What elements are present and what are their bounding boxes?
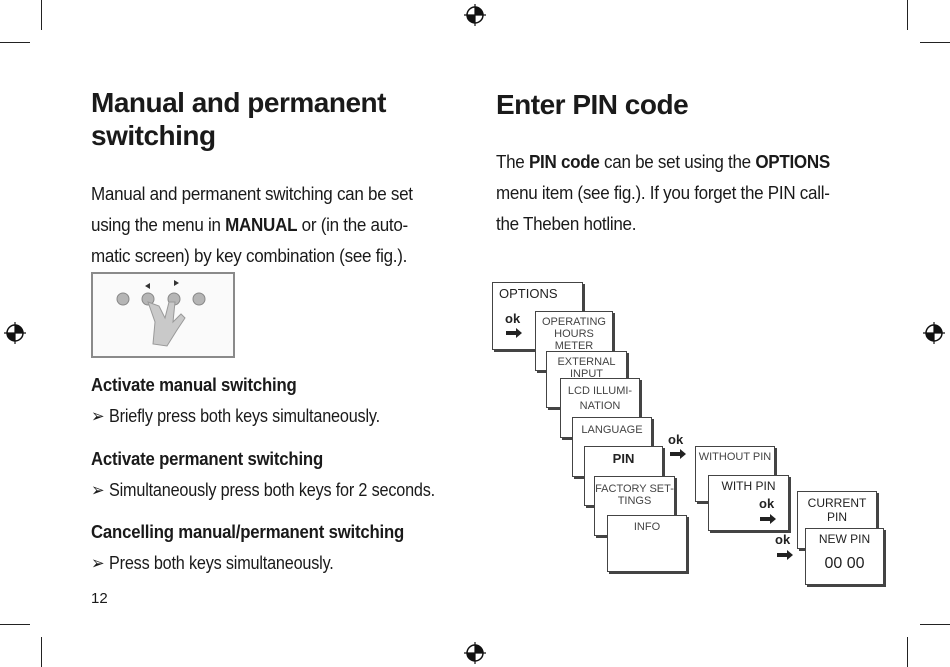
factory-label-1: FACTORY SET-: [595, 483, 674, 495]
crop-mark: [0, 624, 30, 625]
without-pin-label: WITHOUT PIN: [698, 451, 772, 463]
pin-value-display: 00 00: [824, 555, 865, 572]
bullet-arrow-icon: ➢: [91, 480, 105, 500]
intro-line2-pre: using the menu in: [91, 214, 226, 235]
bullet-arrow-icon: ➢: [91, 406, 105, 426]
manual-keyword: MANUAL: [225, 214, 298, 235]
menu-info-box: INFO: [607, 515, 687, 572]
right-arrow-icon: [760, 514, 776, 524]
ok-label: ok: [775, 532, 791, 547]
crop-mark: [907, 0, 908, 30]
crop-mark: [907, 637, 908, 667]
right-arrow-icon: [506, 328, 522, 338]
registration-mark-icon: [464, 4, 486, 26]
device-keys-illustration: [91, 272, 235, 358]
registration-mark-icon: [464, 642, 486, 664]
lcd-label-2: NATION: [579, 400, 621, 412]
ok-label: ok: [759, 496, 775, 511]
subsection-title-cancel: Cancelling manual/permanent switching: [91, 522, 405, 542]
menu-with-pin-box: WITH PIN: [708, 475, 789, 531]
ok-label: ok: [668, 432, 684, 447]
page-number: 12: [91, 590, 108, 607]
ok-label: ok: [505, 311, 521, 326]
current-pin-label-2: PIN: [826, 510, 847, 524]
pin-paragraph: The PIN code can be set using the OPTION…: [496, 146, 830, 239]
crop-mark: [920, 42, 950, 43]
right-arrow-icon: [670, 449, 686, 459]
section-title-line1: Manual and permanent: [91, 87, 386, 118]
crop-mark: [0, 42, 30, 43]
info-label: INFO: [633, 521, 661, 533]
menu-options-label: OPTIONS: [499, 286, 558, 301]
pin-line1-pre: The: [496, 151, 529, 172]
crop-mark: [41, 637, 42, 667]
bullet-arrow-icon: ➢: [91, 553, 105, 573]
options-keyword: OPTIONS: [755, 151, 831, 172]
factory-label-2: TINGS: [617, 495, 652, 507]
pin-label: PIN: [612, 451, 635, 466]
pin-code-keyword: PIN code: [528, 151, 600, 172]
pin-line3: the Theben hotline.: [496, 213, 637, 234]
lcd-label-1: LCD ILLUMI-: [567, 385, 633, 397]
section-title-line2: switching: [91, 120, 216, 151]
current-pin-label-1: CURRENT: [807, 496, 867, 510]
subsection-title-manual: Activate manual switching: [91, 375, 297, 395]
external-label-2: INPUT: [570, 368, 603, 380]
with-pin-label: WITH PIN: [721, 479, 776, 493]
registration-mark-icon: [4, 322, 26, 344]
pin-line2: menu item (see fig.). If you forget the …: [496, 182, 830, 203]
menu-new-pin-box: NEW PIN 00 00: [805, 528, 884, 585]
step-cancel-text: Press both keys simultaneously.: [109, 553, 334, 573]
operating-label-1: OPERATING: [542, 316, 606, 328]
external-label-1: EXTERNAL: [557, 356, 616, 368]
intro-line2-post: or (in the auto-: [297, 214, 409, 235]
section-title: Manual and permanent switching: [91, 86, 386, 152]
crop-mark: [41, 0, 42, 30]
pin-section-title: Enter PIN code: [496, 89, 689, 120]
step-permanent: ➢Simultaneously press both keys for 2 se…: [91, 479, 435, 501]
intro-line3: matic screen) by key combination (see fi…: [91, 245, 408, 266]
registration-mark-icon: [923, 322, 945, 344]
intro-line1: Manual and permanent switching can be se…: [91, 183, 413, 204]
pin-line1-mid: can be set using the: [599, 151, 756, 172]
new-pin-label: NEW PIN: [818, 532, 871, 546]
subsection-title-permanent: Activate permanent switching: [91, 449, 324, 469]
right-arrow-icon: [777, 550, 793, 560]
hand-pressing-keys-icon: [116, 280, 206, 347]
step-cancel: ➢Press both keys simultaneously.: [91, 552, 334, 574]
step-manual-text: Briefly press both keys simultaneously.: [109, 406, 380, 426]
language-label: LANGUAGE: [581, 424, 643, 436]
step-permanent-text: Simultaneously press both keys for 2 sec…: [109, 480, 435, 500]
intro-paragraph: Manual and permanent switching can be se…: [91, 178, 413, 271]
step-manual: ➢Briefly press both keys simultaneously.: [91, 405, 380, 427]
crop-mark: [920, 624, 950, 625]
operating-label-2: HOURS METER: [554, 328, 594, 352]
